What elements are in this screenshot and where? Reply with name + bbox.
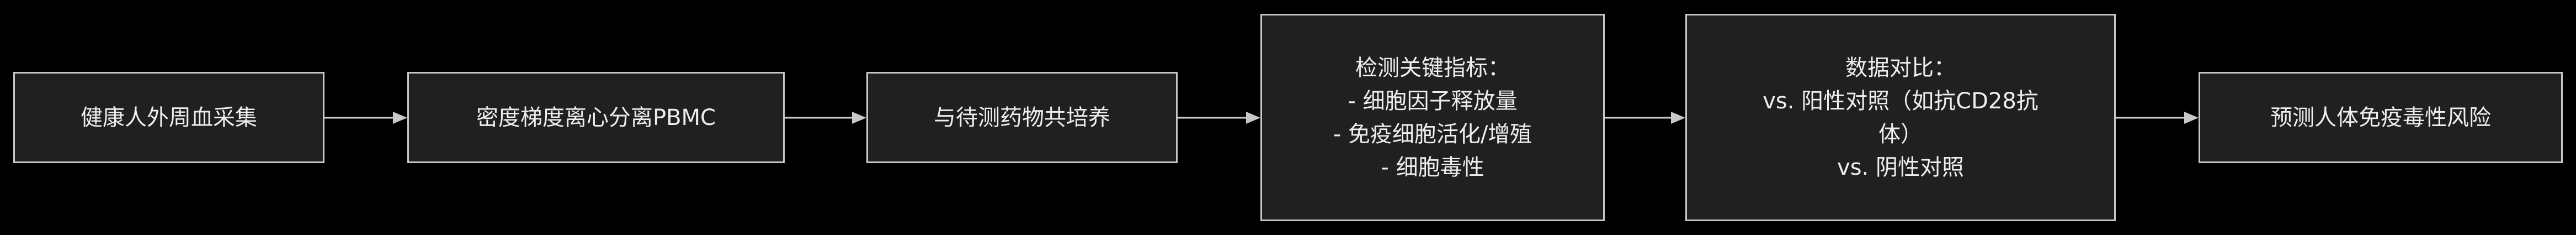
node-blood-collection: 健康人外周血采集 [13, 72, 324, 163]
arrowhead-collect-to-isolate [393, 112, 407, 124]
indicator-cytotoxicity: - 细胞毒性 [1381, 154, 1484, 180]
comparison-negative-control: vs. 阴性对照 [1837, 154, 1964, 180]
node-data-comparison: 数据对比： vs. 阳性对照（如抗CD28抗 体） vs. 阴性对照 [1685, 14, 2116, 221]
arrowhead-isolate-to-culture [852, 112, 866, 124]
comparison-positive-control: vs. 阳性对照（如抗CD28抗 [1763, 88, 2039, 114]
node-label: 密度梯度离心分离PBMC [476, 105, 716, 130]
node-heading: 数据对比： [1845, 55, 1956, 81]
indicator-immune-activation: - 免疫细胞活化/增殖 [1333, 121, 1532, 147]
node-drug-coculture: 与待测药物共培养 [866, 72, 1178, 163]
arrowhead-culture-to-indicators [1246, 112, 1260, 124]
node-label: 与待测药物共培养 [934, 105, 1110, 130]
node-heading: 检测关键指标： [1355, 55, 1510, 81]
node-pbmc-isolation: 密度梯度离心分离PBMC [407, 72, 785, 163]
node-key-indicators: 检测关键指标： - 细胞因子释放量 - 免疫细胞活化/增殖 - 细胞毒性 [1260, 14, 1605, 221]
node-risk-prediction: 预测人体免疫毒性风险 [2199, 72, 2563, 163]
node-label: 健康人外周血采集 [81, 105, 257, 130]
node-label: 预测人体免疫毒性风险 [2270, 105, 2491, 130]
indicator-cytokine-release: - 细胞因子释放量 [1348, 88, 1518, 114]
arrowhead-indicators-to-compare [1671, 112, 1685, 124]
arrowhead-compare-to-predict [2184, 112, 2199, 124]
comparison-positive-control-cont: 体） [1878, 121, 1923, 147]
